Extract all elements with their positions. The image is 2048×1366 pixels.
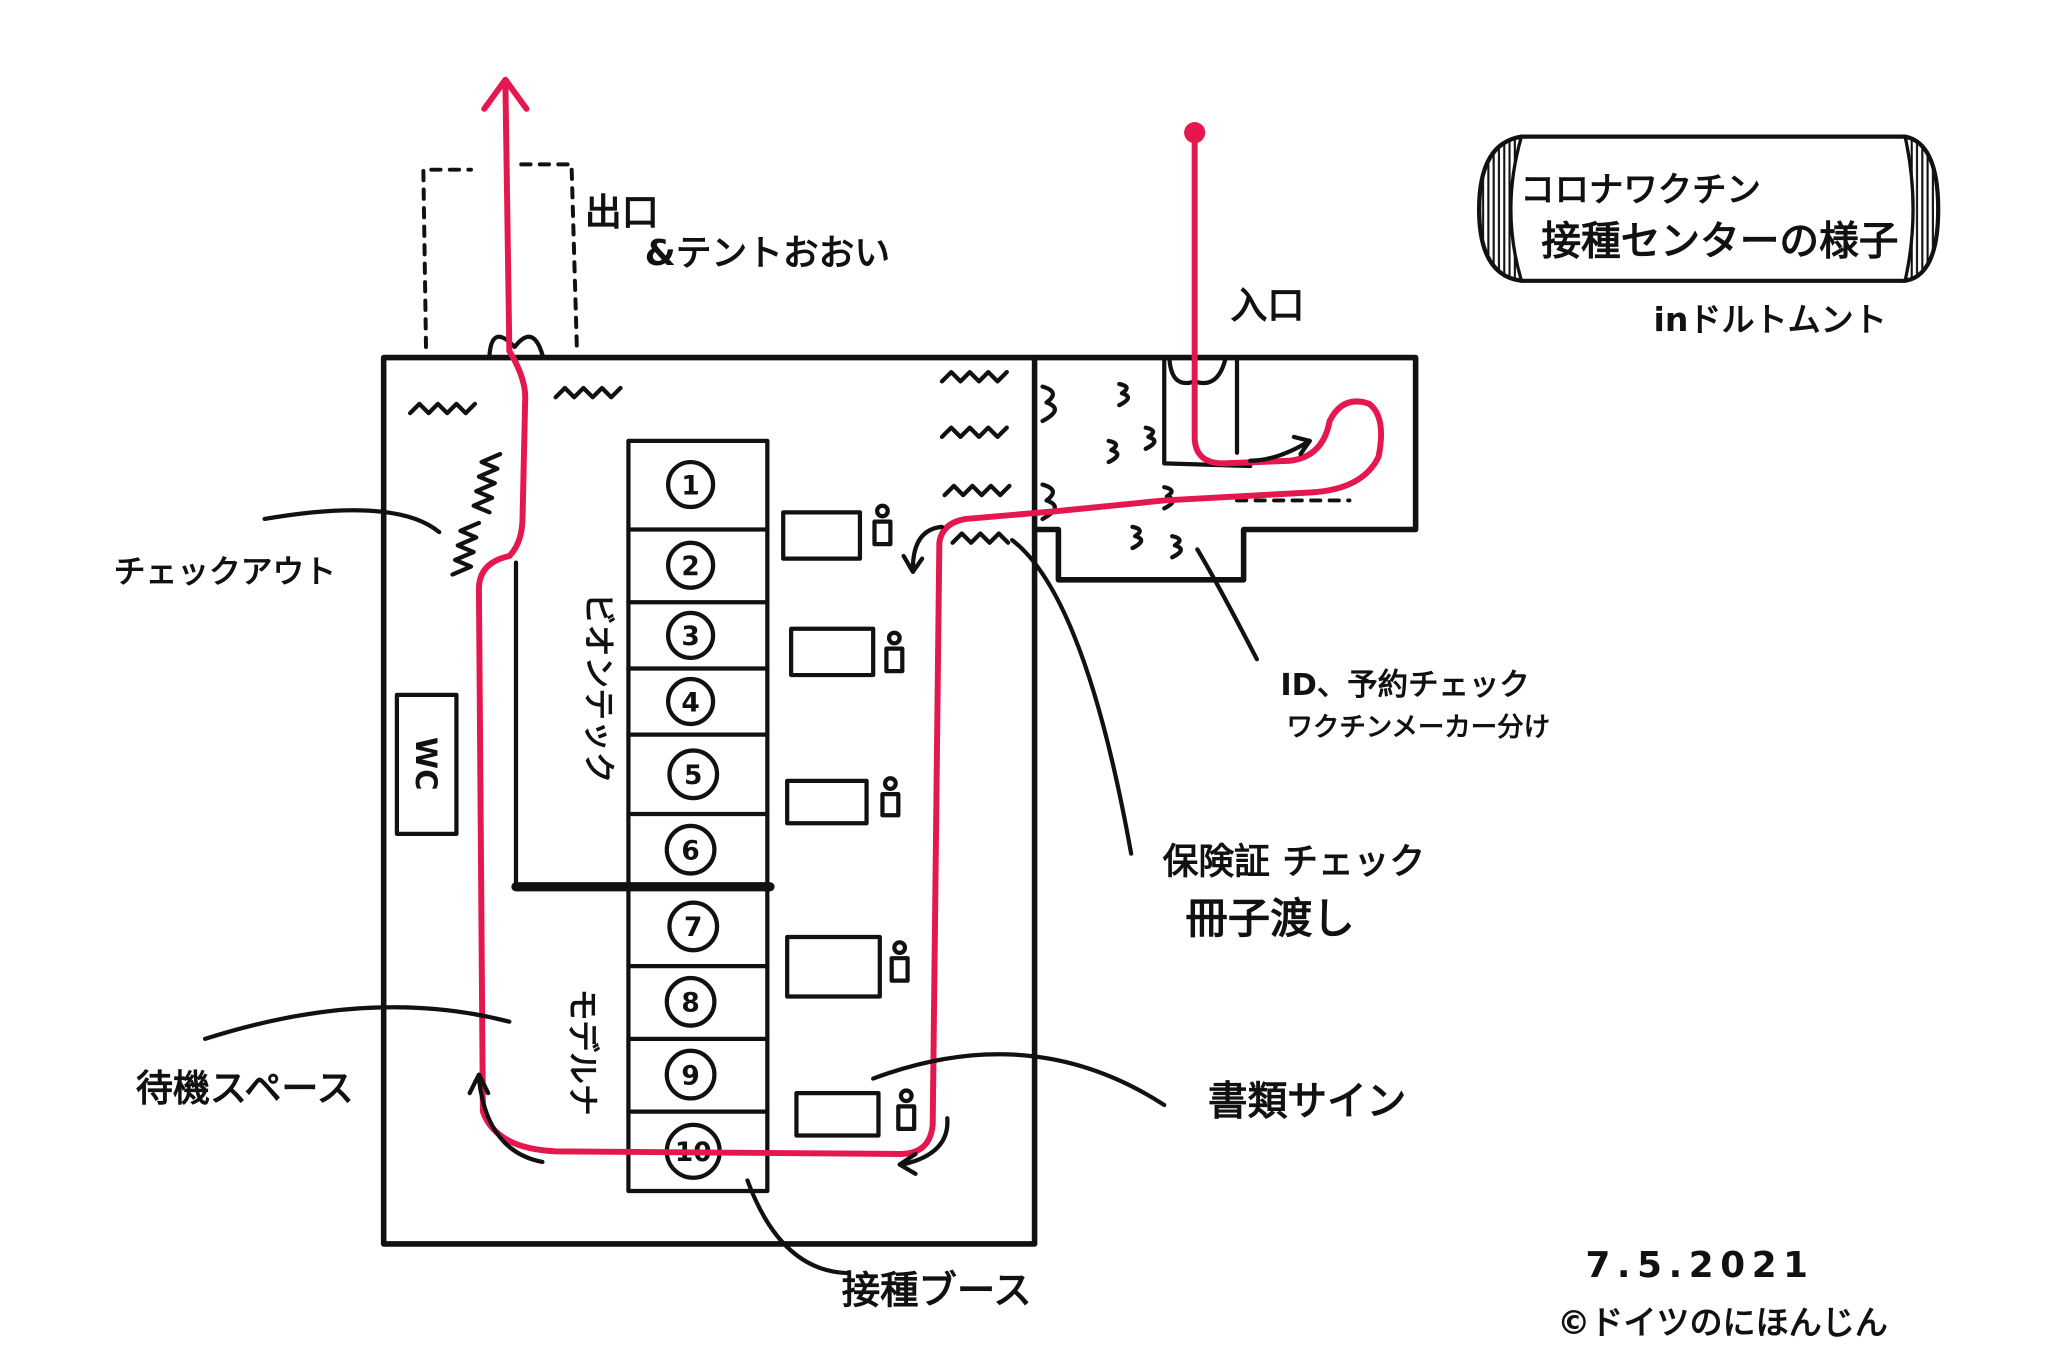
booth-number: 4 xyxy=(681,687,699,718)
booth-number: 6 xyxy=(681,836,699,867)
booklet-handout-label: 冊子渡し xyxy=(1185,894,1354,943)
booth-6: 6 xyxy=(664,823,717,876)
banner-left-hatch xyxy=(1477,134,1524,283)
desk xyxy=(781,503,893,561)
people-squiggles xyxy=(408,369,1012,545)
booth-7: 7 xyxy=(667,900,720,953)
booth-1: 1 xyxy=(665,459,716,510)
leader-signing xyxy=(871,1052,1167,1108)
visitor-route xyxy=(475,76,1384,1157)
moderna-label: モデルナ xyxy=(564,989,601,1116)
leader-booth xyxy=(745,1178,849,1276)
booth-3: 3 xyxy=(665,610,716,660)
leader-insurance xyxy=(1009,537,1134,856)
date-label: 7.5.2021 xyxy=(1585,1245,1814,1286)
booth-number: 9 xyxy=(681,1060,699,1091)
exit-label: 出口 xyxy=(585,191,659,234)
vaccine-maker-sorting-label: ワクチンメーカー分け xyxy=(1286,712,1550,743)
wc-room: WC xyxy=(394,692,459,836)
booth-number: 7 xyxy=(684,912,702,943)
title-line2: 接種センターの様子 xyxy=(1541,218,1898,264)
wc-label: WC xyxy=(409,737,443,790)
leader-checkout xyxy=(262,508,442,535)
leader-id-check xyxy=(1195,547,1259,662)
exit-note-label: &テントおおい xyxy=(645,233,890,274)
waiting-space-label: 待機スペース xyxy=(136,1067,354,1110)
booth-8: 8 xyxy=(664,975,717,1028)
booth-2: 2 xyxy=(665,540,716,590)
direction-arrows xyxy=(467,434,1312,1176)
banner-right-hatch xyxy=(1902,134,1940,283)
desk xyxy=(785,934,910,999)
checkout-label: チェックアウト xyxy=(114,554,336,590)
exit-tent-outline xyxy=(421,162,579,349)
desk xyxy=(794,1088,917,1138)
exit-door-icon xyxy=(487,334,545,358)
booth-number: 3 xyxy=(681,621,699,652)
booth-4: 4 xyxy=(665,676,716,727)
id-reservation-check-label: ID、予約チェック xyxy=(1280,668,1529,703)
title-line1: コロナワクチン xyxy=(1520,170,1761,210)
document-signing-label: 書類サイン xyxy=(1208,1078,1406,1124)
checkout-zigzag xyxy=(450,452,503,577)
staff-marks xyxy=(1040,381,1183,560)
route-exit-arrowhead xyxy=(481,76,530,112)
insurance-check-label: 保険証 チェック xyxy=(1163,842,1425,883)
booth-number: 1 xyxy=(681,470,699,501)
entrance-label: 入口 xyxy=(1230,284,1304,327)
building-walls xyxy=(380,354,1419,1247)
booth-5: 5 xyxy=(667,748,720,801)
route-path xyxy=(475,79,1384,1157)
credit-label: ©ドイツのにほんじん xyxy=(1557,1303,1888,1342)
booth-number: 5 xyxy=(684,760,702,791)
booth-column: 1 2 3 4 5 6 7 8 9 10 xyxy=(626,438,770,1194)
booth-number: 2 xyxy=(681,551,699,582)
desk xyxy=(789,626,905,678)
title-banner: コロナワクチン 接種センターの様子 xyxy=(1476,134,1941,283)
title-subtitle: inドルトムント xyxy=(1654,300,1887,339)
signing-desks xyxy=(781,503,917,1138)
booth-9: 9 xyxy=(664,1048,717,1101)
vaccination-booth-label: 接種ブース xyxy=(842,1268,1032,1313)
desk xyxy=(785,776,901,826)
leader-lines xyxy=(202,508,1259,1276)
counter-mark-upper xyxy=(1040,384,1057,424)
biontech-label: ビオンテック xyxy=(580,593,616,784)
leader-waiting xyxy=(202,1005,512,1042)
booth-number: 8 xyxy=(681,988,699,1019)
